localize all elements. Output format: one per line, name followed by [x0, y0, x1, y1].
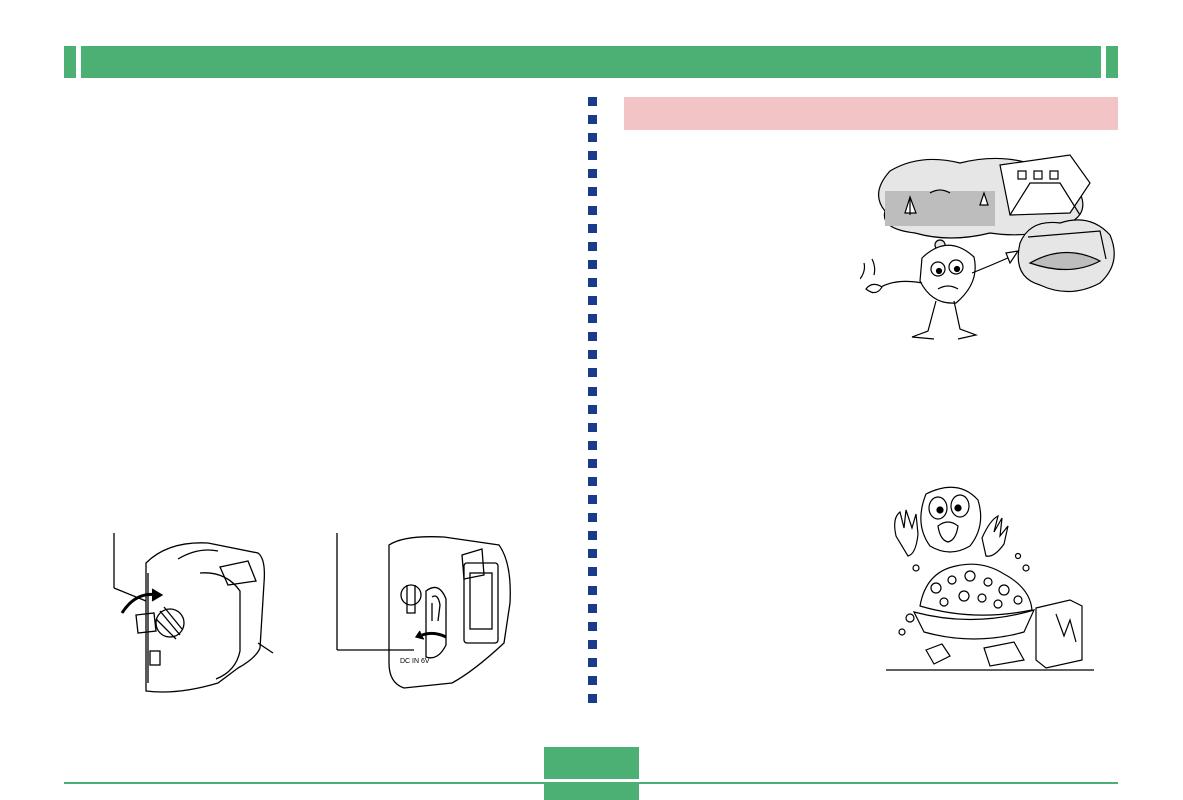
divider-square: [588, 513, 597, 523]
svg-text:DC IN 6V: DC IN 6V: [400, 658, 430, 665]
page-number-tab-bottom: [544, 784, 639, 800]
divider-square: [588, 259, 597, 269]
divider-square: [588, 133, 597, 143]
divider-square: [588, 350, 597, 360]
divider-square: [588, 187, 597, 197]
divider-square: [588, 205, 597, 215]
header-left-cap: [64, 46, 76, 78]
section-heading-bar: [624, 97, 1118, 130]
camera-dc-jack-cover-illustration: DC IN 6V: [334, 533, 524, 693]
divider-square: [588, 296, 597, 306]
divider-square: [588, 404, 597, 414]
divider-square: [588, 458, 597, 468]
header-right-cap: [1106, 46, 1118, 78]
divider-square: [588, 314, 597, 324]
divider-square: [588, 241, 597, 251]
header-bar: [81, 46, 1101, 78]
divider-square: [588, 422, 597, 432]
confused-character-with-thought-bubbles-illustration: [859, 153, 1118, 345]
divider-square: [588, 495, 597, 505]
divider-square: [588, 151, 597, 161]
divider-square: [588, 531, 597, 541]
divider-square: [588, 223, 597, 233]
divider-square: [588, 657, 597, 667]
divider-square: [588, 332, 597, 342]
divider-square: [588, 676, 597, 685]
footer-rule: [64, 782, 1118, 784]
divider-square: [588, 603, 597, 613]
divider-square: [588, 368, 597, 378]
divider-square: [588, 694, 597, 704]
divider-square: [588, 115, 597, 125]
divider-square: [588, 585, 597, 595]
page-header: [64, 46, 1118, 78]
divider-square: [588, 277, 597, 287]
camera-battery-cover-illustration: [108, 533, 278, 698]
divider-square: [588, 621, 597, 631]
divider-square: [588, 169, 597, 179]
divider-square: [588, 549, 597, 559]
character-washing-camera-in-basin-illustration: [886, 484, 1094, 674]
divider-square: [588, 567, 597, 577]
divider-square: [588, 440, 597, 450]
divider-square: [588, 97, 597, 106]
divider-square: [588, 386, 597, 396]
divider-square: [588, 639, 597, 649]
page-number-tab: [544, 747, 639, 779]
divider-square: [588, 476, 597, 486]
column-divider: [588, 97, 597, 719]
